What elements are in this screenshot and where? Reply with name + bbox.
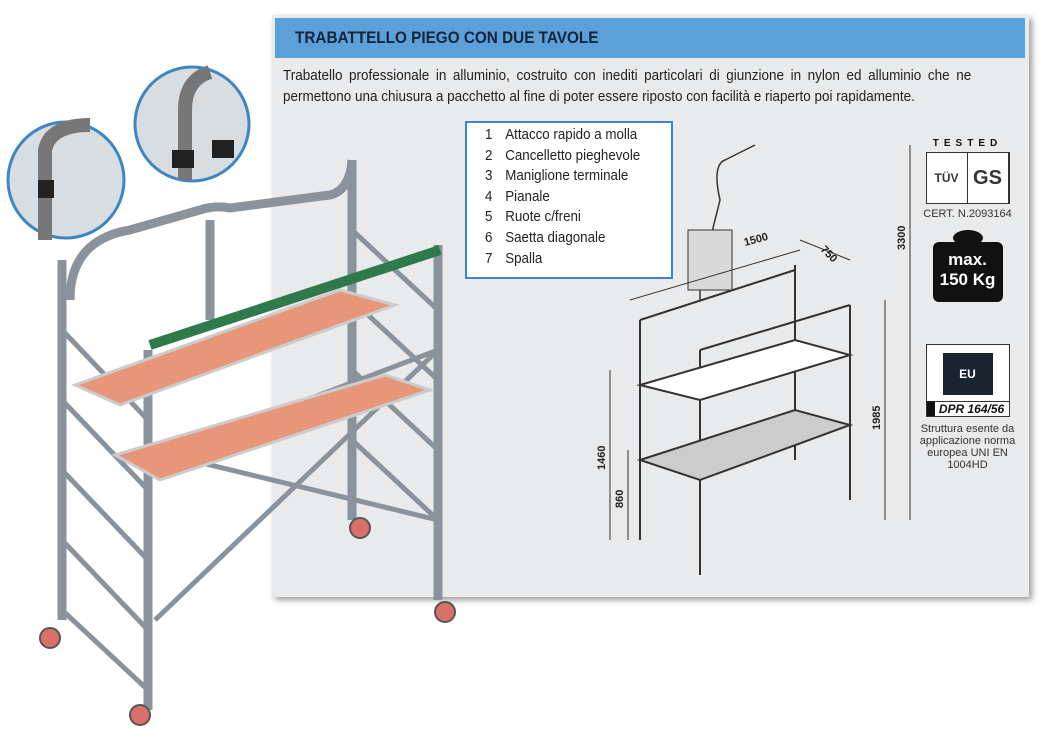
max-weight-icon: max. 150 Kg bbox=[932, 230, 1003, 302]
dim-length: 1500 bbox=[743, 231, 770, 249]
eu-dpr-badge: EU DPR 164/56 bbox=[925, 344, 1010, 417]
dim-platform: 1985 bbox=[871, 406, 883, 430]
header-bar: TRABATTELLO PIEGO CON DUE TAVOLE bbox=[275, 18, 1025, 58]
product-panel bbox=[272, 15, 1029, 597]
dim-width: 750 bbox=[818, 244, 839, 265]
description: Trabatello professionale in alluminio, c… bbox=[283, 68, 972, 105]
dim-mid: 1460 bbox=[596, 446, 608, 470]
platform-upper bbox=[70, 288, 400, 407]
technical-drawing bbox=[609, 144, 911, 575]
cert-number: CERT. N.2093164 bbox=[923, 208, 1012, 220]
platform-lower bbox=[111, 373, 435, 482]
tested-label: TESTED bbox=[932, 138, 1003, 149]
detail-inset-2 bbox=[133, 65, 251, 183]
dim-height: 3300 bbox=[896, 226, 908, 250]
wheel-icons bbox=[39, 517, 456, 726]
norm-note: Struttura esente da applicazione norma e… bbox=[919, 423, 1016, 471]
detail-inset-1 bbox=[6, 118, 126, 240]
eu-stars-icon: EU bbox=[942, 353, 993, 395]
page-title: TRABATTELLO PIEGO CON DUE TAVOLE bbox=[295, 28, 599, 47]
dpr-label: DPR 164/56 bbox=[926, 401, 1009, 416]
handrail bbox=[148, 245, 442, 350]
dim-low: 860 bbox=[614, 490, 626, 508]
